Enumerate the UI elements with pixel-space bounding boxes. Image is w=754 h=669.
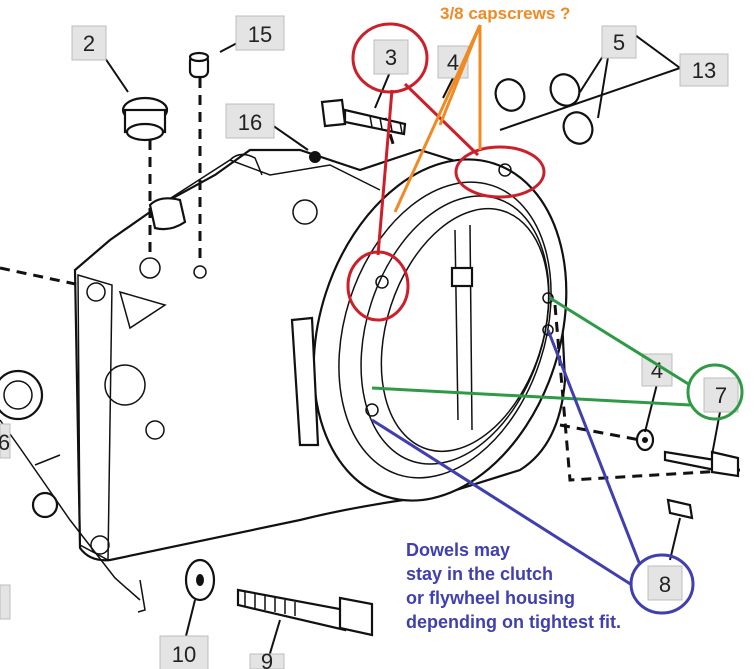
blue-dowel-markup [371, 329, 695, 615]
right-washer-part [635, 428, 655, 452]
callout-9: 9 [249, 649, 285, 669]
callout-15: 15 [235, 15, 285, 51]
callout-6: 6 [0, 423, 11, 459]
capscrews-note: 3/8 capscrews ? [440, 4, 570, 23]
cap-plug-part [121, 96, 169, 142]
callout-8: 8 [647, 565, 683, 601]
sleeve-part [188, 51, 210, 79]
callout-5: 5 [601, 25, 637, 59]
svg-text:9: 9 [261, 649, 273, 669]
callout-7: 7 [703, 377, 739, 413]
bushing-parts [494, 73, 594, 145]
svg-text:stay in the clutch: stay in the clutch [406, 564, 553, 584]
callout-16: 16 [225, 103, 275, 139]
svg-text:15: 15 [248, 22, 272, 47]
svg-text:16: 16 [238, 110, 262, 135]
svg-text:Dowels may: Dowels may [406, 540, 510, 560]
lower-washer-part [184, 558, 216, 602]
callout-labels: 2 15 16 3 4 5 13 4 7 8 10 9 6 [0, 15, 739, 669]
clip-pin-part [137, 579, 146, 613]
svg-text:2: 2 [83, 31, 95, 56]
svg-text:4: 4 [447, 50, 459, 75]
callout-2: 2 [71, 25, 107, 61]
dowel-pin-part [666, 498, 694, 520]
svg-text:3: 3 [385, 45, 397, 70]
right-bolt-part [663, 450, 740, 478]
svg-text:or flywheel housing: or flywheel housing [406, 588, 575, 608]
long-bolt-part [236, 588, 374, 637]
housing-body [0, 148, 568, 601]
green-dowel-markup [371, 296, 744, 421]
callout-13: 13 [679, 53, 729, 87]
svg-text:13: 13 [692, 58, 716, 83]
loose-parts [121, 51, 740, 637]
svg-text:8: 8 [659, 572, 671, 597]
orange-capscrew-markup [393, 24, 482, 213]
small-nut-part [309, 151, 321, 163]
callout-3: 3 [373, 39, 409, 75]
callout-10: 10 [159, 635, 209, 669]
callout-partial-box [0, 584, 11, 620]
svg-text:10: 10 [172, 642, 196, 667]
svg-text:7: 7 [715, 383, 727, 408]
svg-text:6: 6 [0, 430, 10, 455]
top-capscrew-part [320, 98, 407, 136]
svg-text:5: 5 [613, 30, 625, 55]
svg-text:depending on tightest fit.: depending on tightest fit. [406, 612, 621, 632]
dowels-note: Dowels may stay in the clutch or flywhee… [406, 540, 621, 632]
